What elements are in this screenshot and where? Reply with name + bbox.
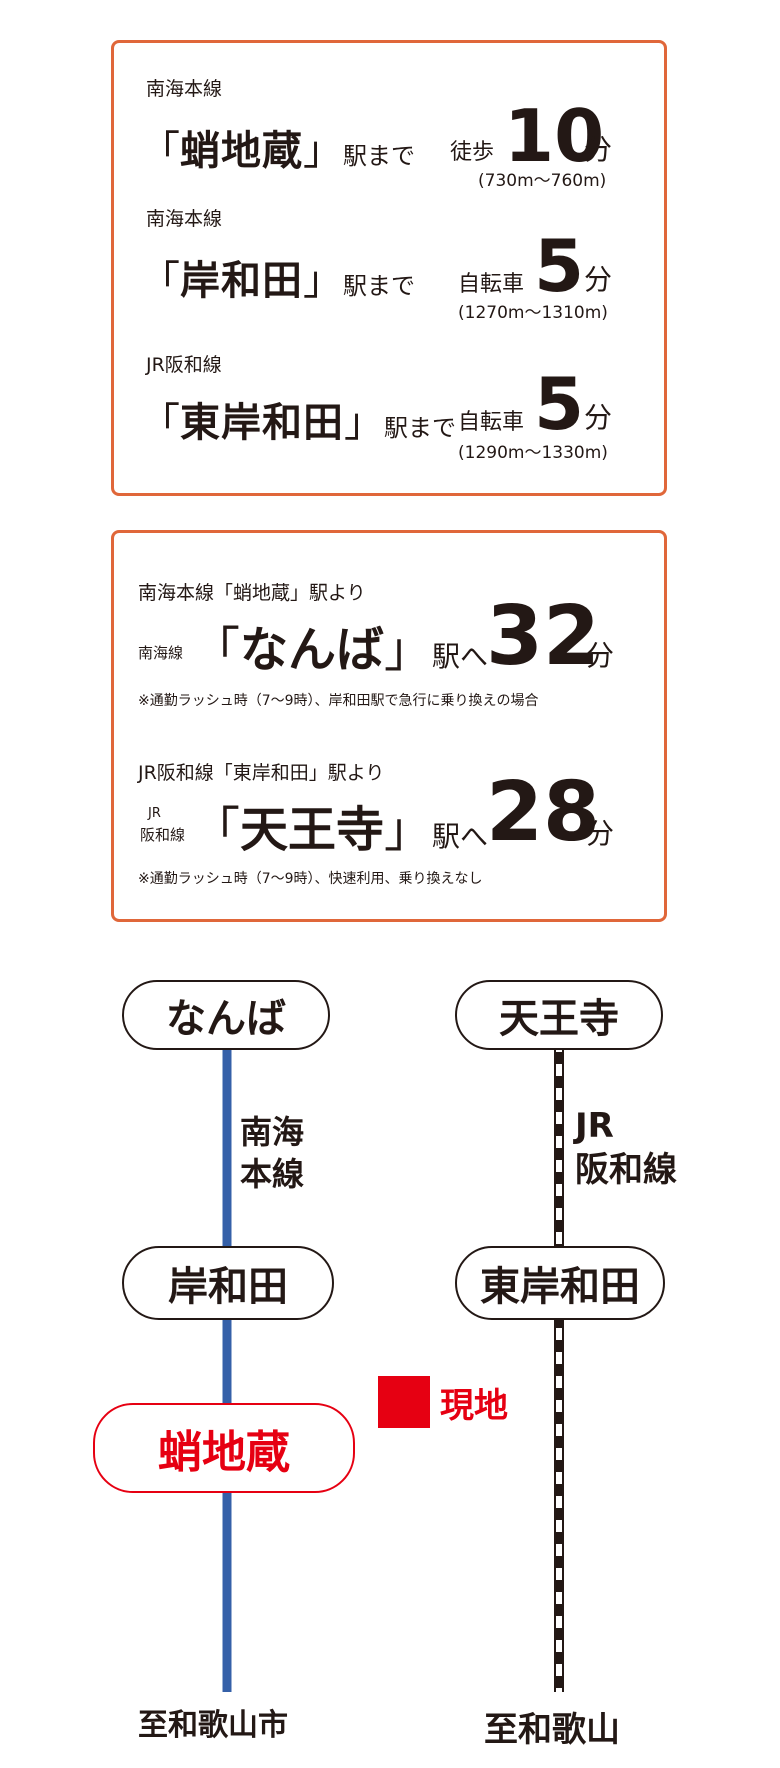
travel-minutes: 10: [504, 94, 605, 178]
nankai-line-label: 南海 本線: [240, 1113, 305, 1193]
travel-minutes: 5: [534, 362, 585, 446]
route-note: ※通勤ラッシュ時（7～9時）、快速利用、乗り換えなし: [138, 871, 483, 887]
route-note: ※通勤ラッシュ時（7～9時）、岸和田駅で急行に乗り換えの場合: [138, 693, 539, 709]
route-box: [111, 530, 667, 922]
distance-range: (1290m～1330m): [458, 443, 608, 463]
route-line-label-top: JR: [148, 806, 161, 821]
station-tennoji: 天王寺: [455, 980, 663, 1050]
travel-minutes: 5: [534, 224, 585, 308]
station-namba: なんば: [122, 980, 330, 1050]
minutes-unit: 分: [586, 817, 615, 850]
distance-range: (1270m～1310m): [458, 303, 608, 323]
jr-line-label: JR 阪和線: [575, 1106, 677, 1191]
travel-mode: 自転車: [458, 410, 525, 435]
route-line-label-bottom: 阪和線: [140, 826, 186, 844]
minutes-unit: 分: [584, 401, 613, 434]
station-kishiwada: 岸和田: [122, 1246, 334, 1320]
travel-mode: 徒歩: [450, 140, 495, 165]
station-name: 「東岸和田」駅まで: [140, 400, 456, 446]
travel-mode: 自転車: [458, 272, 525, 297]
site-label: 現地: [440, 1386, 508, 1426]
minutes-unit: 分: [584, 133, 613, 166]
route-minutes: 28: [486, 765, 601, 860]
station-name: 「岸和田」駅まで: [140, 258, 415, 304]
route-destination: 「天王寺」駅へ: [192, 802, 489, 858]
distance-range: (730m～760m): [478, 171, 607, 191]
access-box: [111, 40, 667, 496]
dest-wakayamashi: 至和歌山市: [138, 1708, 288, 1743]
route-origin: 南海本線「蛸地蔵」駅より: [138, 582, 366, 604]
route-origin: JR阪和線「東岸和田」駅より: [138, 762, 385, 784]
route-line-label: 南海線: [138, 644, 184, 662]
line-name: 南海本線: [146, 208, 223, 230]
minutes-unit: 分: [584, 263, 613, 296]
route-destination: 「なんば」駅へ: [192, 622, 489, 678]
station-name: 「蛸地蔵」駅まで: [140, 128, 415, 174]
site-marker-square: [378, 1376, 430, 1428]
line-name: 南海本線: [146, 78, 223, 100]
dest-wakayama: 至和歌山: [484, 1710, 620, 1750]
station-higashi-kishiwada: 東岸和田: [455, 1246, 665, 1320]
line-name: JR阪和線: [146, 354, 222, 376]
minutes-unit: 分: [586, 639, 615, 672]
route-minutes: 32: [486, 589, 601, 684]
station-takojizo-current: 蛸地蔵: [93, 1403, 355, 1493]
